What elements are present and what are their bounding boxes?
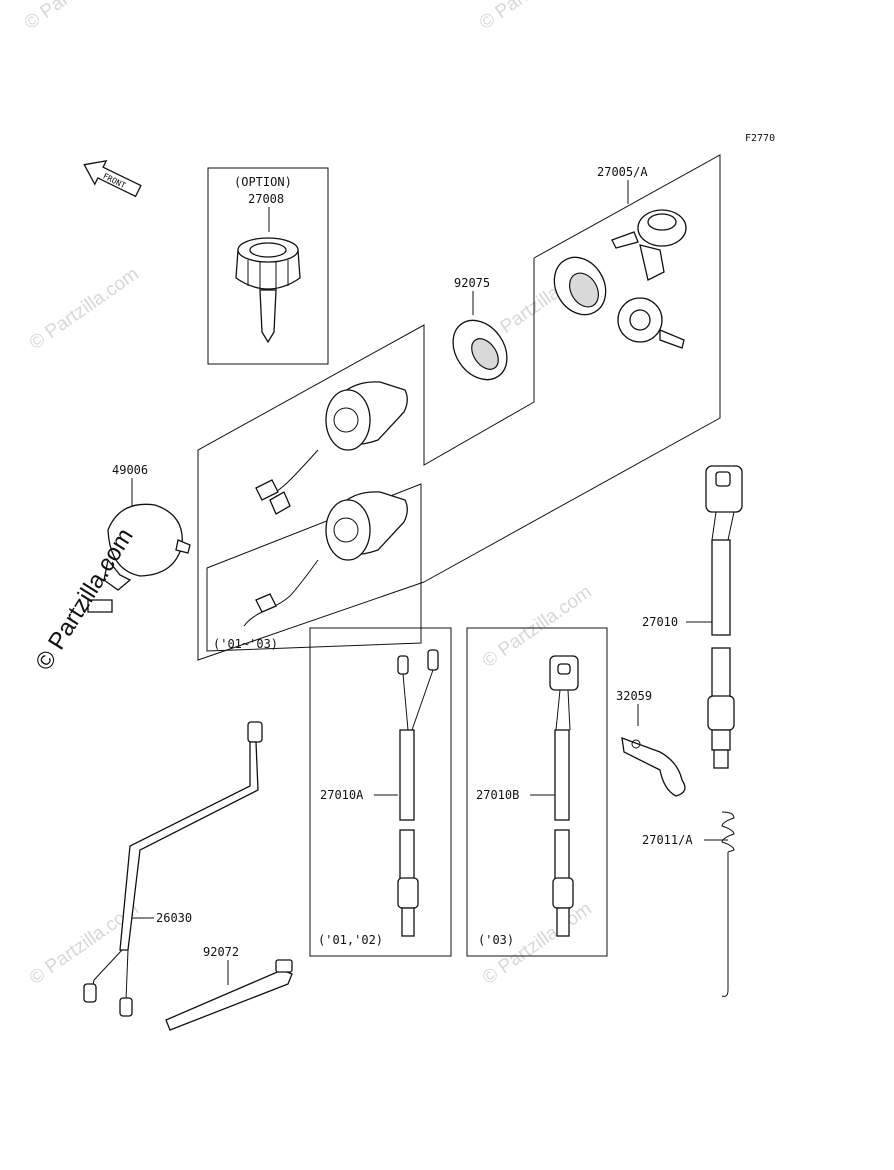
watermarks: © Partzilla.com © Partzilla.com © Partzi… [21, 0, 598, 989]
watermark-text: © Partzilla.com [476, 0, 593, 34]
part-label-32059: 32059 [616, 689, 652, 703]
switch-27010A-frame [309, 627, 452, 957]
kit-27005-frame [423, 154, 721, 583]
part-label-27011A: 27011/A [642, 833, 693, 847]
year-note-switch-0102: ('01,'02) [318, 933, 383, 947]
ignition-switch-icon [243, 491, 408, 627]
rubber-cap-icon [87, 503, 191, 613]
watermark-text: © Partzilla.com [26, 263, 143, 354]
figure-id: F2770 [745, 133, 775, 144]
neutral-switch-icon [397, 649, 439, 937]
bracket-icon [621, 737, 686, 797]
option-frame [207, 167, 329, 365]
spacer-ring-icon [452, 319, 508, 381]
cable-tie-icon [165, 959, 293, 1031]
part-label-49006: 49006 [112, 463, 148, 477]
part-label-27010A: 27010A [320, 788, 364, 802]
switch-27010B-frame [466, 627, 608, 957]
spring-icon [721, 811, 735, 997]
watermark-text: © Partzilla.com [21, 0, 138, 34]
part-label-27005A: 27005/A [597, 165, 648, 179]
year-note-switch-03: ('03) [478, 933, 514, 947]
seal-ring-icon [553, 256, 607, 316]
stop-lamp-switch-icon [705, 465, 743, 769]
key-cap-icon [235, 237, 301, 344]
neutral-switch-icon [549, 655, 579, 937]
option-label: (OPTION) [234, 175, 292, 189]
front-arrow-icon: FRONT [83, 160, 142, 198]
part-label-27010: 27010 [642, 615, 678, 629]
year-note-switch-0103: ('01~'03) [213, 637, 278, 651]
ignition-switch-icon [255, 381, 408, 515]
part-label-27010B: 27010B [476, 788, 519, 802]
watermark-text-diagonal: © Partzilla.com [30, 524, 139, 675]
key-set-icon [611, 209, 687, 349]
watermark-text: © Partzilla.com [479, 581, 596, 672]
part-label-92072: 92072 [203, 945, 239, 959]
part-label-26030: 26030 [156, 911, 192, 925]
wire-harness-icon [83, 721, 263, 1017]
part-label-92075: 92075 [454, 276, 490, 290]
part-label-27008: 27008 [248, 192, 284, 206]
